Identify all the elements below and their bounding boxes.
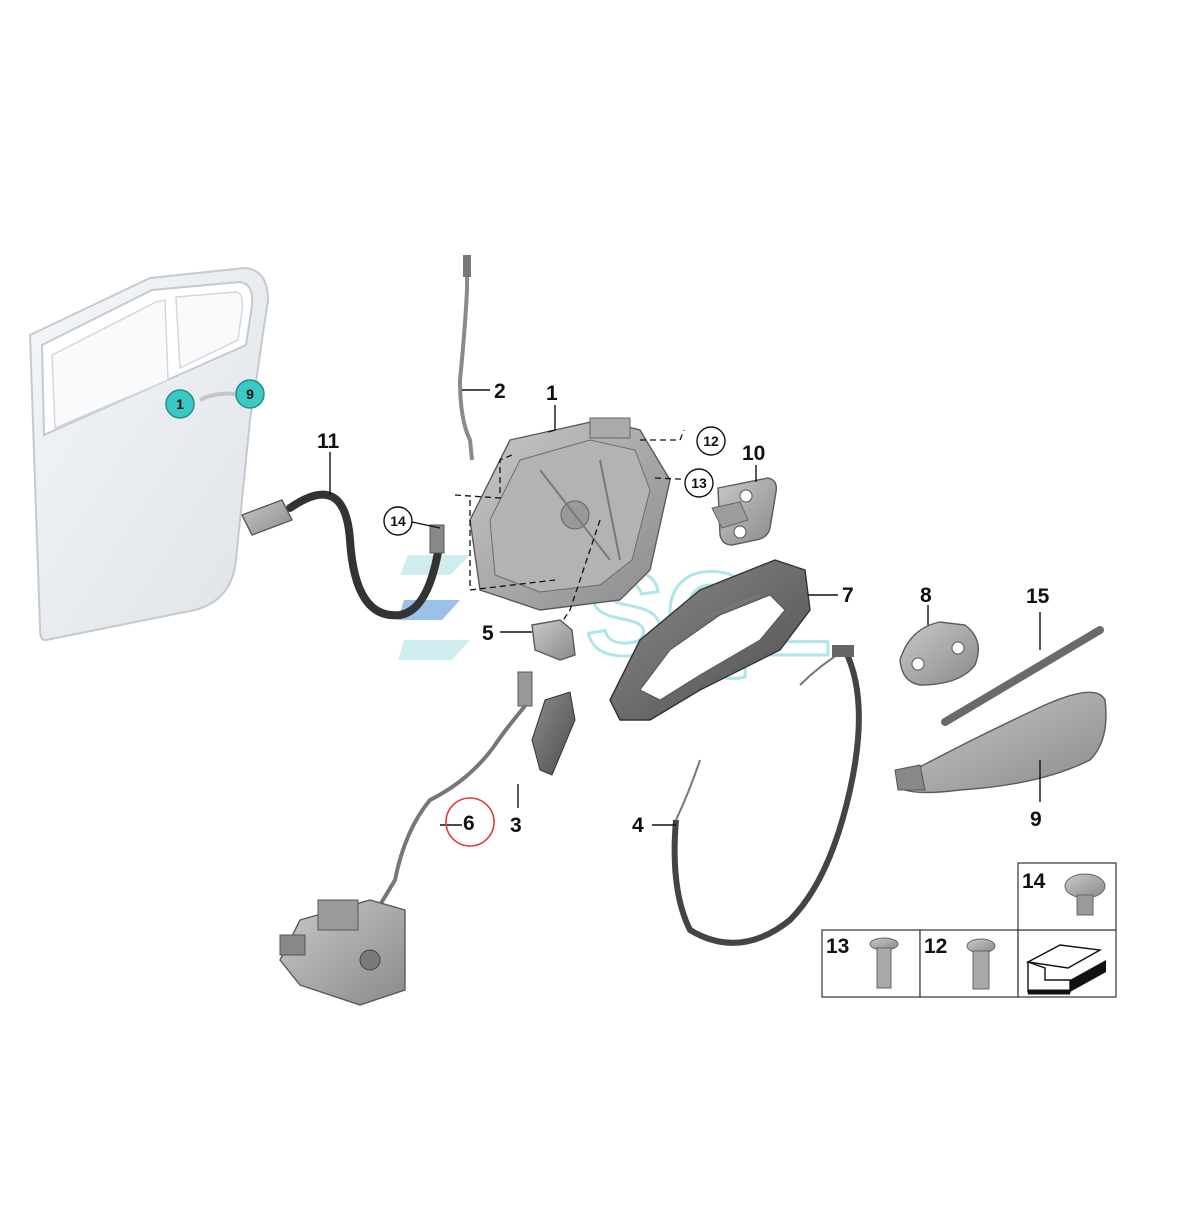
svg-text:12: 12 xyxy=(703,433,719,449)
callout-2: 2 xyxy=(462,380,506,403)
svg-text:1: 1 xyxy=(546,382,558,405)
part-15-seal-strip xyxy=(941,626,1104,726)
part-2-rod xyxy=(457,255,474,461)
callout-15: 15 xyxy=(1026,585,1050,650)
svg-text:15: 15 xyxy=(1026,585,1050,608)
legend-cell-12 xyxy=(919,929,1019,998)
door-badge-1: 1 xyxy=(165,389,195,419)
rear-door-illustration xyxy=(28,266,270,642)
direction-arrow-icon xyxy=(1025,944,1106,995)
callout-8: 8 xyxy=(920,584,932,625)
highlight-circle xyxy=(445,797,495,847)
svg-text:9: 9 xyxy=(246,386,254,402)
screw-12-icon xyxy=(966,938,996,990)
callout-7: 7 xyxy=(808,584,854,607)
assembly-guide-lines xyxy=(454,429,701,626)
svg-text:10: 10 xyxy=(742,442,765,465)
part-6-cable xyxy=(378,671,533,907)
part-4-bowden-cable xyxy=(671,645,862,946)
svg-text:13: 13 xyxy=(691,475,707,491)
svg-text:14: 14 xyxy=(390,513,406,529)
part-10-striker xyxy=(711,477,778,546)
part-3-bracket xyxy=(531,691,576,776)
svg-text:3: 3 xyxy=(510,814,522,837)
svg-text:9: 9 xyxy=(1030,808,1042,831)
callout-3: 3 xyxy=(510,784,522,837)
part-6-actuator xyxy=(279,899,406,1006)
svg-text:5: 5 xyxy=(482,622,494,645)
part-9-outer-handle xyxy=(894,691,1107,794)
svg-text:6: 6 xyxy=(463,812,475,835)
legend-label-14: 14 xyxy=(1022,870,1046,893)
callout-10: 10 xyxy=(742,442,765,482)
part-1-lock-module xyxy=(469,417,671,611)
callout-13: 13 xyxy=(684,468,714,498)
callout-14: 14 xyxy=(383,506,441,536)
svg-text:1: 1 xyxy=(176,396,184,412)
svg-text:4: 4 xyxy=(632,814,644,837)
part-11-cable xyxy=(241,490,445,620)
door-badge-9: 9 xyxy=(235,379,265,409)
svg-text:7: 7 xyxy=(842,584,854,607)
screw-14-icon xyxy=(1064,873,1106,916)
svg-text:8: 8 xyxy=(920,584,932,607)
part-5-clip xyxy=(531,619,576,661)
callout-1: 1 xyxy=(546,382,558,433)
legend-cell-14 xyxy=(1017,862,1117,931)
callout-4: 4 xyxy=(632,814,676,837)
part-8-cover-cap xyxy=(899,621,979,686)
screw-13-icon xyxy=(869,937,899,989)
callout-9: 9 xyxy=(1030,760,1042,831)
callout-5: 5 xyxy=(482,622,532,645)
part-7-handle-carrier xyxy=(609,559,811,721)
svg-text:11: 11 xyxy=(317,430,340,453)
legend-label-13: 13 xyxy=(826,935,849,958)
callout-12: 12 xyxy=(696,426,726,456)
callout-6: 6 xyxy=(440,797,495,847)
callout-11: 11 xyxy=(317,430,340,495)
legend-label-12: 12 xyxy=(924,935,947,958)
svg-text:2: 2 xyxy=(494,380,506,403)
fastener-legend: 14 13 12 xyxy=(821,862,1117,998)
